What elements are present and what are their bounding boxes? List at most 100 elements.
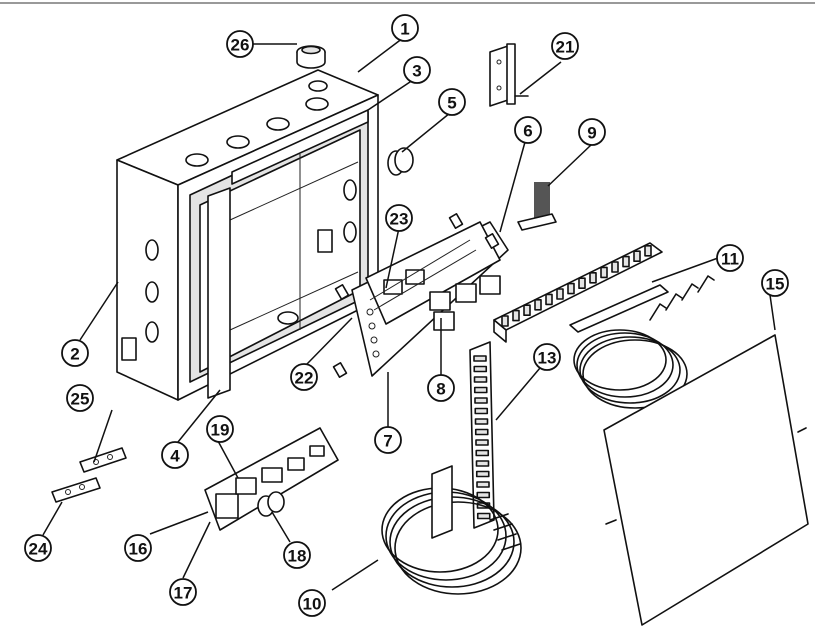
callout-circle: [61, 339, 89, 367]
callout-circle: [290, 363, 318, 391]
terminal-slot: [473, 386, 488, 394]
terminal-slot: [622, 255, 630, 268]
callout-number: 18: [288, 547, 307, 566]
callout-21: 21: [551, 32, 579, 60]
cover-plate: [603, 334, 809, 626]
terminal-strip-horizontal: [493, 242, 663, 343]
callout-number: 8: [436, 380, 445, 399]
callout-circle: [206, 415, 234, 443]
callout-circle: [226, 30, 254, 58]
terminal-slot: [501, 315, 509, 327]
callout-24: 24: [24, 534, 52, 562]
callout-4: 4: [161, 441, 189, 469]
terminal-slot: [476, 512, 491, 520]
terminal-slot: [476, 481, 490, 488]
terminal-slot: [611, 261, 619, 273]
terminal-slot: [589, 271, 597, 284]
callout-5: 5: [438, 88, 466, 116]
callout-number: 22: [295, 369, 314, 388]
terminal-slot: [474, 418, 489, 425]
callout-circle: [578, 118, 606, 146]
leader-lines: [42, 37, 776, 591]
mounting-bracket-lower: [51, 477, 101, 503]
callout-23: 23: [385, 204, 413, 232]
callout-16: 16: [124, 534, 152, 562]
callout-11: 11: [716, 244, 744, 272]
callout-number: 25: [71, 390, 90, 409]
terminal-slot: [475, 470, 490, 478]
main-circuit-board: [332, 213, 509, 378]
terminal-slot: [600, 266, 608, 279]
vertical-strip: [207, 187, 231, 399]
callout-circle: [124, 534, 152, 562]
callout-22: 22: [290, 363, 318, 391]
terminal-slot: [644, 245, 652, 257]
callout-circle: [514, 116, 542, 144]
callout-25: 25: [66, 384, 94, 412]
knockout-plug: [387, 147, 414, 176]
callout-circle: [716, 244, 744, 272]
callout-19: 19: [206, 415, 234, 443]
wire-harness-left: [381, 465, 522, 595]
terminal-strip-vertical: [469, 341, 495, 529]
terminal-slot: [475, 449, 490, 457]
callout-number: 19: [211, 421, 230, 440]
callout-number: 4: [170, 447, 180, 466]
horizontal-strip: [231, 109, 369, 185]
callout-circle: [533, 343, 561, 371]
callout-6: 6: [514, 116, 542, 144]
callout-9: 9: [578, 118, 606, 146]
callout-number: 23: [390, 210, 409, 229]
terminal-slot: [474, 397, 488, 404]
terminal-slot: [475, 460, 490, 467]
terminal-slot: [474, 428, 489, 436]
callout-number: 5: [447, 94, 456, 113]
callout-15: 15: [761, 269, 789, 297]
callout-circle: [438, 88, 466, 116]
terminal-slot: [633, 250, 641, 262]
callout-1: 1: [391, 14, 419, 42]
jumper-connector: [517, 182, 557, 231]
hinge: [489, 43, 529, 107]
callout-number: 3: [412, 62, 421, 81]
callout-circle: [283, 541, 311, 569]
terminal-slot: [474, 407, 489, 415]
callout-17: 17: [169, 578, 197, 606]
callout-number: 6: [523, 122, 532, 141]
terminal-slot: [473, 355, 487, 362]
callout-circle: [761, 269, 789, 297]
mounting-bracket-upper: [79, 447, 127, 473]
terminal-slot: [473, 376, 488, 383]
callout-circle: [66, 384, 94, 412]
terminal-slot: [523, 304, 531, 317]
callout-circle: [427, 374, 455, 402]
callout-circle: [391, 14, 419, 42]
terminal-slot: [476, 491, 491, 499]
callout-circle: [551, 32, 579, 60]
wire-harness-right: [569, 275, 715, 409]
callout-18: 18: [283, 541, 311, 569]
callout-8: 8: [427, 374, 455, 402]
callout-number: 24: [29, 540, 48, 559]
callout-number: 15: [766, 275, 785, 294]
callout-7: 7: [374, 426, 402, 454]
callout-10: 10: [298, 589, 326, 617]
callout-13: 13: [533, 343, 561, 371]
callout-circle: [374, 426, 402, 454]
callout-number: 10: [303, 595, 322, 614]
option-circuit-board: [204, 427, 339, 531]
callout-number: 1: [400, 20, 409, 39]
terminal-slot: [567, 282, 575, 295]
callout-circle: [24, 534, 52, 562]
terminal-slot: [475, 439, 489, 446]
callout-2: 2: [61, 339, 89, 367]
callout-circle: [169, 578, 197, 606]
bushing: [296, 45, 326, 69]
callout-number: 17: [174, 584, 193, 603]
callout-number: 16: [129, 540, 148, 559]
callout-number: 7: [383, 432, 392, 451]
terminal-slot: [578, 277, 586, 290]
callout-3: 3: [403, 56, 431, 84]
